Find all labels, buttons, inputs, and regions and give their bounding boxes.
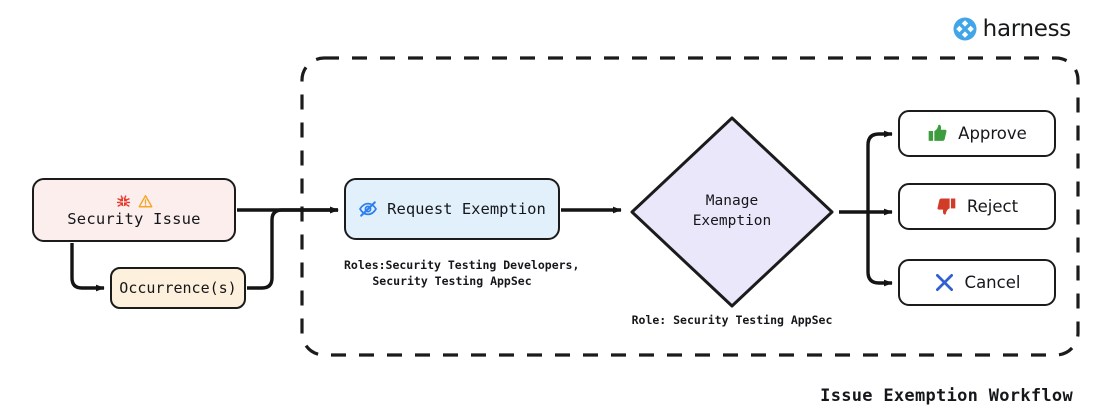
- node-request-exemption-label: Request Exemption: [387, 200, 546, 218]
- node-reject[interactable]: Reject: [898, 183, 1056, 230]
- node-manage-exemption-label-line1: Manage: [705, 193, 759, 210]
- bug-icon: [116, 195, 130, 207]
- node-occurrences[interactable]: Occurrence(s): [110, 267, 246, 309]
- node-request-exemption[interactable]: Request Exemption: [344, 178, 560, 240]
- warning-icon: [138, 194, 152, 208]
- close-x-icon: [935, 273, 953, 292]
- edge-manage-exemption-to-cancel: [866, 212, 893, 287]
- node-cancel-label: Cancel: [964, 273, 1021, 292]
- edge-security-issue-to-occurrences: [70, 243, 105, 292]
- node-approve-label: Approve: [958, 124, 1027, 143]
- node-cancel[interactable]: Cancel: [898, 259, 1056, 306]
- edge-manage-exemption-to-approve: [866, 130, 893, 212]
- thumbs-down-icon: [937, 198, 956, 215]
- node-manage-exemption-label-line2: Exemption: [692, 213, 772, 229]
- node-occurrences-label: Occurrence(s): [119, 279, 237, 297]
- harness-brand-name: harness: [982, 16, 1072, 42]
- node-approve[interactable]: Approve: [898, 110, 1056, 157]
- manage-exemption-diamond-shape: [630, 116, 834, 308]
- security-issue-icons: [116, 193, 153, 210]
- request-exemption-roles-label: Roles:Security Testing Developers, Secur…: [344, 258, 580, 288]
- harness-logo-icon: [953, 17, 977, 41]
- exemption-boundary-box: [300, 56, 1080, 357]
- manage-exemption-role-label: Role: Security Testing AppSec: [631, 313, 833, 327]
- node-security-issue-label: Security Issue: [67, 209, 201, 228]
- manage-exemption-text: Manage Exemption: [626, 112, 838, 312]
- harness-brand: harness: [953, 16, 1071, 42]
- edge-occurrences-to-request-exemption: [247, 206, 339, 290]
- node-reject-label: Reject: [966, 197, 1019, 216]
- eye-slash-icon: [359, 201, 378, 217]
- thumbs-up-icon: [928, 124, 947, 141]
- node-manage-exemption[interactable]: Manage Exemption: [626, 112, 838, 312]
- node-security-issue[interactable]: Security Issue: [32, 178, 236, 242]
- diagram-caption: Issue Exemption Workflow: [820, 386, 1073, 406]
